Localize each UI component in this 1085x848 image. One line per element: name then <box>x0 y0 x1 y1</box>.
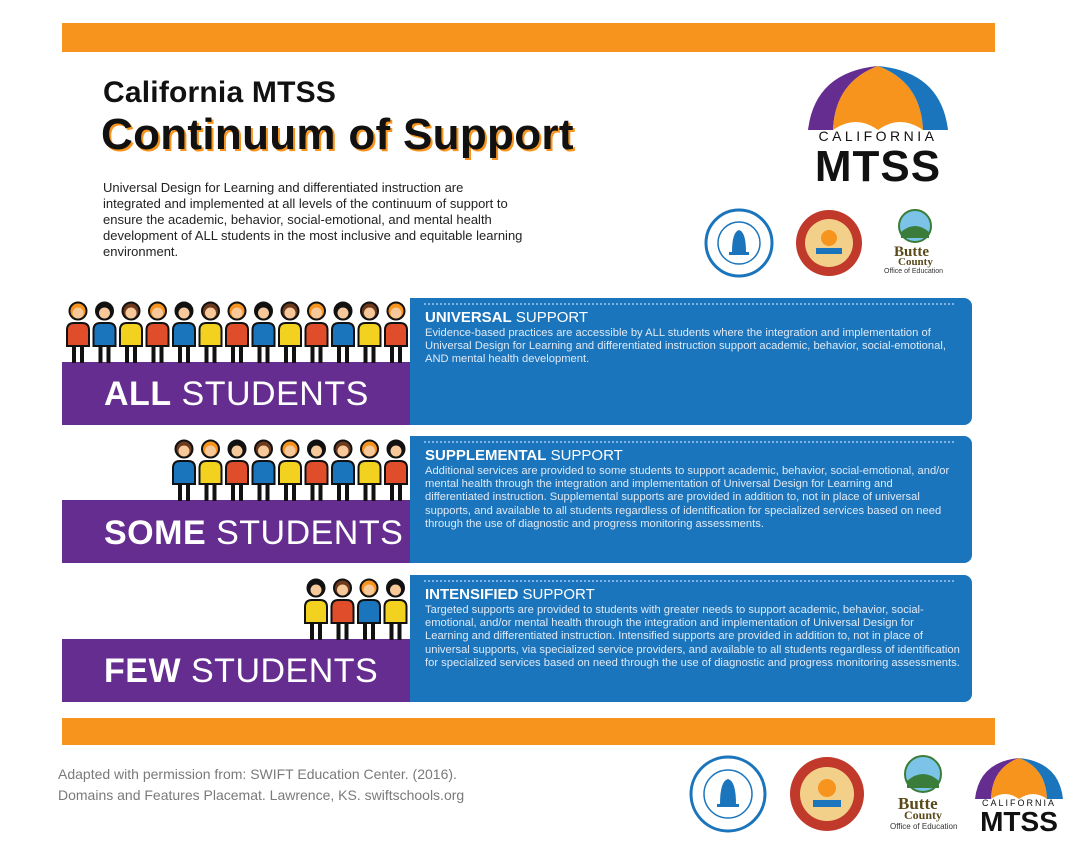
student-figure <box>304 301 329 363</box>
orange-county-seal <box>704 208 774 278</box>
student-figure <box>304 439 329 501</box>
student-figure <box>384 439 408 501</box>
student-figure <box>225 301 249 363</box>
figures-row-few <box>304 577 412 641</box>
some-students-label: SOME STUDENTS <box>104 514 404 552</box>
universal-support-description: Evidence-based practices are accessible … <box>425 327 946 366</box>
supplemental-support-panel <box>410 436 972 563</box>
universal-support-panel <box>410 298 972 425</box>
student-figure <box>92 301 117 363</box>
intro-paragraph: Universal Design for Learning and differ… <box>103 180 523 259</box>
logo-mtss-text: MTSS <box>980 806 1058 837</box>
butte-name: Butte <box>894 244 929 260</box>
intensified-support-panel <box>410 575 972 702</box>
student-figure <box>198 439 223 501</box>
california-mtss-logo-footer: CALIFORNIA MTSS <box>973 756 1065 837</box>
divider-dots <box>424 303 954 305</box>
butte-office-text: Office of Education <box>884 268 944 275</box>
state-of-california-seal-footer <box>787 754 867 834</box>
page-title: Continuum of Support <box>101 110 574 159</box>
student-figure <box>119 301 143 363</box>
attribution-line-1: Adapted with permission from: SWIFT Educ… <box>58 766 457 782</box>
student-figure <box>278 439 302 501</box>
figures-row-all <box>66 300 412 364</box>
logo-california-text: CALIFORNIA <box>981 798 1056 808</box>
student-figure <box>357 439 382 501</box>
butte-office-text: Office of Education <box>890 822 958 831</box>
umbrella-icon <box>975 758 1063 799</box>
bottom-accent-bar <box>62 718 995 745</box>
student-figure <box>278 301 302 363</box>
logo-california-text: CALIFORNIA <box>818 128 938 144</box>
butte-name: Butte <box>898 794 938 813</box>
california-mtss-logo: CALIFORNIA MTSS <box>805 62 951 191</box>
supplemental-support-title: SUPPLEMENTAL SUPPORT <box>425 447 623 464</box>
title-line-1: California MTSS <box>103 76 337 109</box>
attribution-footer: Adapted with permission from: SWIFT Educ… <box>58 764 464 806</box>
student-figure <box>357 301 382 363</box>
student-figure <box>66 301 90 363</box>
butte-county-logo: Butte County Office of Education <box>884 208 946 280</box>
student-figure <box>251 439 276 501</box>
all-students-band <box>62 362 410 425</box>
student-figure <box>198 301 223 363</box>
universal-support-title: UNIVERSAL SUPPORT <box>425 309 589 326</box>
butte-county-name: County <box>904 808 943 822</box>
student-figure <box>331 301 355 363</box>
student-figure <box>225 439 249 501</box>
intensified-support-title: INTENSIFIED SUPPORT <box>425 586 595 603</box>
umbrella-icon <box>808 66 948 130</box>
few-students-label: FEW STUDENTS <box>104 652 379 690</box>
logo-mtss-text: MTSS <box>814 142 942 191</box>
student-figure <box>304 578 328 640</box>
student-figure <box>145 301 170 363</box>
student-figure <box>172 439 196 501</box>
student-figure <box>330 578 355 640</box>
attribution-line-2: Domains and Features Placemat. Lawrence,… <box>58 787 465 803</box>
divider-dots <box>424 580 954 582</box>
student-figure <box>383 578 408 640</box>
some-students-band <box>62 500 410 563</box>
student-figure <box>331 439 355 501</box>
state-of-california-seal <box>794 208 864 278</box>
orange-county-seal-footer <box>688 754 768 834</box>
student-figure <box>251 301 276 363</box>
student-figure <box>357 578 381 640</box>
all-students-label: ALL STUDENTS <box>104 375 369 413</box>
top-accent-bar <box>62 23 995 52</box>
student-figure <box>172 301 196 363</box>
butte-county-name: County <box>898 256 933 268</box>
butte-county-logo-footer: Butte County Office of Education <box>888 754 958 834</box>
few-students-band <box>62 639 410 702</box>
intensified-support-description: Targeted supports are provided to studen… <box>425 604 960 669</box>
supplemental-support-description: Additional services are provided to some… <box>425 465 950 530</box>
student-figure <box>384 301 408 363</box>
divider-dots <box>424 441 954 443</box>
figures-row-some <box>172 438 412 502</box>
